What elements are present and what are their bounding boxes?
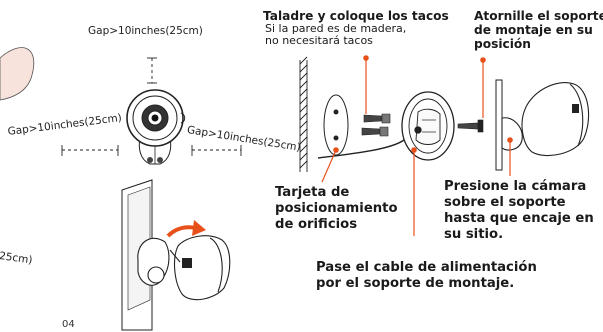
cable-block: Pase el cable de alimentación por el sop… bbox=[316, 260, 537, 292]
step-drill-note-1: Si la pared es de madera, bbox=[265, 22, 407, 35]
hole-card-line-3: de orificios bbox=[275, 217, 358, 232]
partial-object-left bbox=[0, 47, 35, 101]
step-screw-line-3: posición bbox=[474, 37, 531, 51]
spacing-diagram bbox=[61, 57, 242, 156]
wall-hatched bbox=[299, 56, 308, 172]
cable-line-2: por el soporte de montaje. bbox=[316, 276, 515, 291]
rotation-arrow bbox=[166, 225, 197, 238]
press-camera-line-2: sobre el soporte bbox=[444, 195, 566, 210]
camera-front-view bbox=[126, 89, 186, 165]
step-drill-note-2: no necesitará tacos bbox=[265, 34, 373, 47]
screws bbox=[457, 119, 484, 133]
cable-line-1: Pase el cable de alimentación bbox=[316, 260, 537, 275]
press-camera-line-3: hasta que encaje en bbox=[444, 211, 594, 226]
hole-positioning-card bbox=[323, 94, 349, 156]
page-number: 04 bbox=[62, 319, 75, 330]
step-screw-line-1: Atornille el soporte bbox=[474, 9, 603, 23]
press-camera-line-1: Presione la cámara bbox=[444, 179, 587, 194]
hole-card-line-2: posicionamiento bbox=[275, 201, 398, 216]
rotation-arrow-head bbox=[192, 220, 206, 236]
right-mount-plate bbox=[495, 79, 503, 171]
mounting-bracket bbox=[401, 91, 455, 161]
step-drill-block: Taladre y coloque los tacos Si la pared … bbox=[263, 9, 449, 47]
callout-leaders bbox=[321, 55, 513, 236]
hole-card-block: Tarjeta de posicionamiento de orificios bbox=[275, 185, 398, 233]
step-drill-title: Taladre y coloque los tacos bbox=[263, 9, 449, 23]
press-camera-line-4: su sitio. bbox=[444, 227, 504, 242]
camera-mounted-side-view bbox=[137, 235, 231, 301]
step-screw-block: Atornille el soporte de montaje en su po… bbox=[474, 9, 603, 51]
gap-label-top: Gap>10inches(25cm) bbox=[88, 25, 203, 37]
camera-right-side-view bbox=[501, 82, 590, 157]
press-camera-block: Presione la cámara sobre el soporte hast… bbox=[444, 179, 594, 243]
wall-anchors bbox=[361, 113, 391, 137]
step-screw-line-2: de montaje en su bbox=[474, 23, 593, 37]
power-cable bbox=[317, 139, 405, 159]
hole-card-line-1: Tarjeta de bbox=[275, 185, 350, 200]
